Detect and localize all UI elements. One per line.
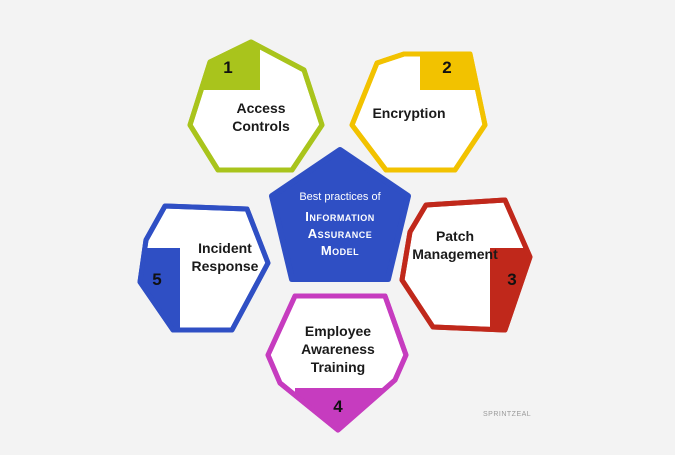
- item-3-number: 3: [507, 270, 517, 289]
- center-title: Information Assurance Model: [282, 208, 398, 259]
- item-1-number: 1: [223, 58, 233, 77]
- item-4-label-line1: Employee: [304, 323, 372, 339]
- item-1-label-line2: Controls: [232, 118, 290, 134]
- item-4-label: Employee Awareness Training: [283, 322, 393, 376]
- item-3-label-line1: Patch: [435, 228, 475, 244]
- pentagon-3: [399, 197, 533, 333]
- item-2-label-line1: Encryption: [372, 105, 446, 121]
- center-pentagon: [269, 147, 411, 282]
- item-4-label-line3: Training: [310, 359, 366, 375]
- center-title-line2: Assurance: [307, 226, 373, 241]
- pentagon-1: [187, 39, 325, 173]
- center-subtitle: Best practices of: [299, 191, 381, 203]
- item-5-label-line2: Response: [191, 258, 259, 274]
- item-4-number: 4: [333, 397, 343, 416]
- brand-logo: SPRINTZEAL: [483, 411, 532, 418]
- item-2-label: Encryption: [354, 104, 464, 122]
- item-3-label-line2: Management: [412, 246, 498, 262]
- pentagon-4: [265, 293, 409, 433]
- item-5-number: 5: [152, 270, 162, 289]
- item-2-number: 2: [442, 58, 452, 77]
- center-title-line3: Model: [320, 243, 360, 258]
- item-5-label-line1: Incident: [198, 240, 252, 256]
- item-4-label-line2: Awareness: [301, 341, 375, 357]
- item-1-label-line1: Access: [236, 100, 286, 116]
- center-title-line1: Information: [305, 209, 375, 224]
- item-3-label: Patch Management: [400, 227, 510, 263]
- item-1-label: Access Controls: [206, 99, 316, 135]
- pentagon-2: [349, 51, 488, 173]
- item-5-label: Incident Response: [170, 239, 280, 275]
